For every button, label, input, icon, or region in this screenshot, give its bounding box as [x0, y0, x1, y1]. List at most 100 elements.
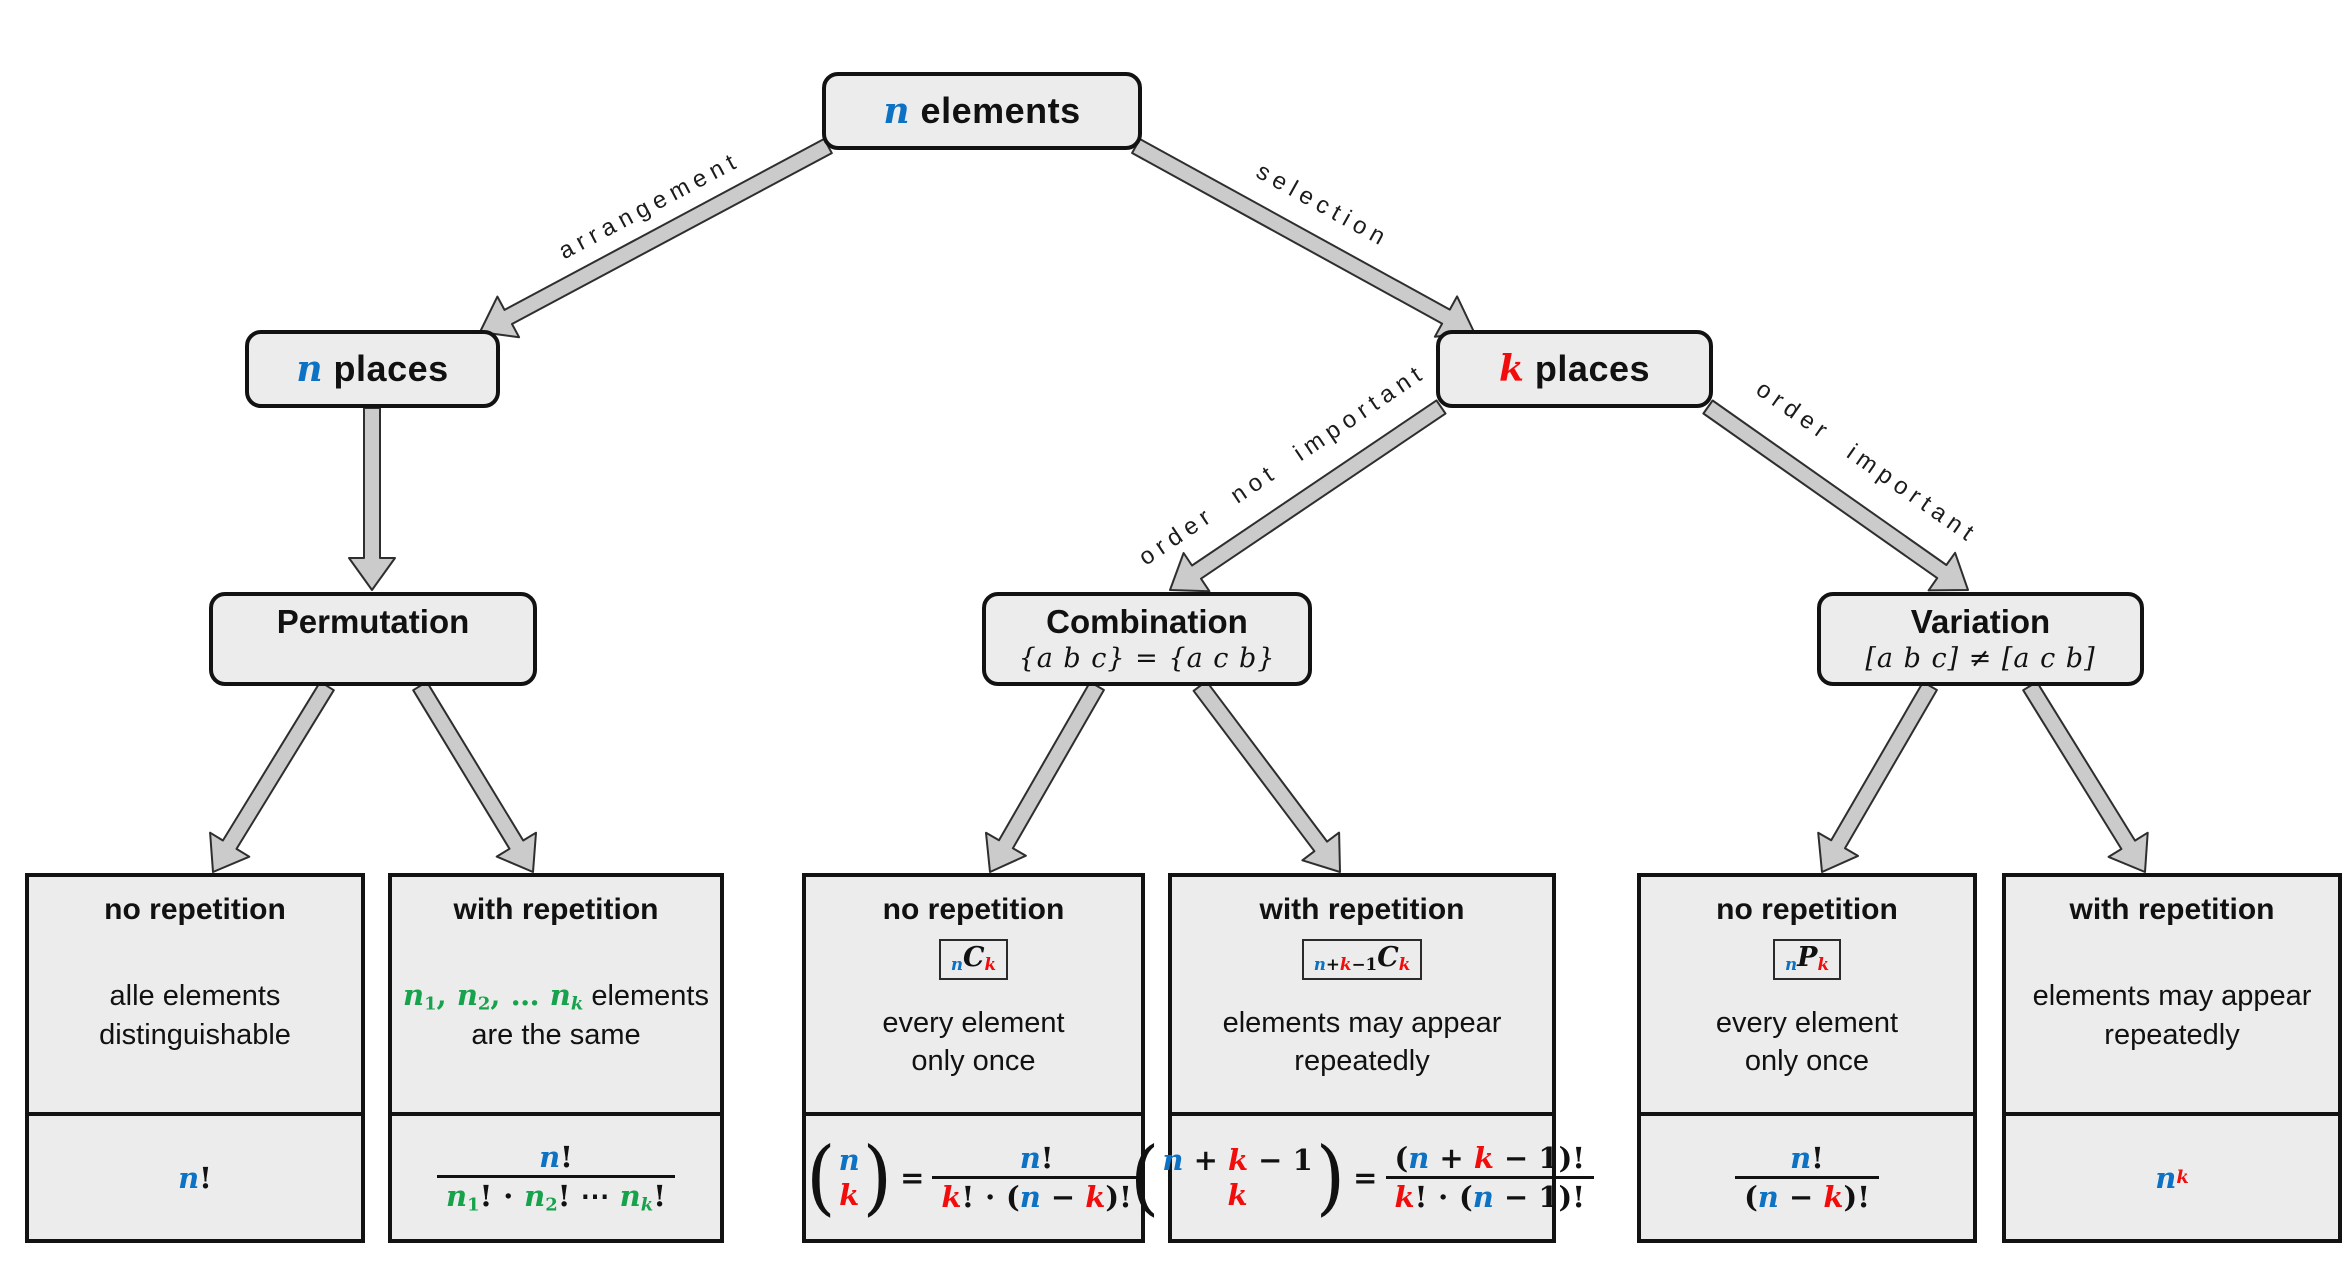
fraction: n!(n − k)!: [1735, 1141, 1879, 1214]
arrow-variation-to-no-repetition: [1817, 681, 1938, 873]
math-token: k: [941, 1180, 962, 1214]
notation-badge: nCk: [938, 939, 1009, 981]
math-token: places: [323, 348, 449, 389]
fraction: n!n1! ⋅ n2! ⋯ nk!: [437, 1140, 675, 1216]
math-token: 2: [477, 993, 491, 1015]
math-token: alle elements: [109, 980, 281, 1013]
permutation-title: Permutation: [276, 603, 470, 640]
arrow-k-places-to-combination: [1169, 399, 1447, 593]
math-token: k: [1398, 954, 1411, 975]
description-line: elements may appear: [1223, 1004, 1502, 1042]
leaf-description: every element only once: [882, 980, 1064, 1112]
node-permutation: Permutation: [209, 592, 537, 686]
math-token: every element: [882, 1006, 1065, 1039]
node-combination: Combination {a b c} = {a c b}: [982, 592, 1312, 686]
fraction: n!k! ⋅ (n − k)!: [932, 1141, 1141, 1214]
math-token: +: [1429, 1140, 1474, 1175]
math-token: k: [1817, 954, 1830, 975]
description-line: distinguishable: [99, 1016, 291, 1054]
math-token: P: [1797, 942, 1818, 973]
math-token: −: [1040, 1180, 1086, 1214]
math-token: ,: [436, 978, 457, 1013]
math-token: , …: [490, 978, 550, 1013]
math-token: !: [560, 1139, 573, 1174]
math-token: !: [1811, 1140, 1824, 1175]
math-token: − 1: [1248, 1142, 1313, 1177]
math-token: ! ⋅ (: [961, 1180, 1020, 1214]
description-line: only once: [1716, 1042, 1898, 1080]
math-token: +: [1183, 1142, 1228, 1177]
arrow-k-places-to-variation: [1702, 399, 1969, 592]
node-k-places: k places: [1436, 330, 1713, 408]
formula-part: =: [1353, 1161, 1377, 1195]
notation-badge: nPk: [1772, 939, 1842, 981]
leaf-formula: n!(n − k)!: [1641, 1112, 1973, 1239]
math-token: n: [619, 1178, 641, 1213]
math-token: )!: [1105, 1180, 1132, 1214]
math-token: n: [1472, 1180, 1494, 1214]
leaf-title: no repetition: [882, 893, 1065, 926]
leaf-card-combination-no-repetition: no repetition nCk every element only once (n…: [802, 873, 1145, 1243]
math-token: (: [1744, 1180, 1758, 1214]
math-token: k: [2176, 1167, 2189, 1188]
math-token: repeatedly: [1294, 1045, 1430, 1078]
variation-title: Variation: [1910, 603, 2051, 640]
math-token: C: [1377, 942, 1399, 973]
arrow-permutation-to-with-repetition: [412, 680, 537, 873]
math-token: elements: [583, 980, 709, 1013]
leaf-formula: n!: [29, 1112, 361, 1239]
math-token: −: [1778, 1180, 1824, 1214]
math-token: only once: [911, 1045, 1036, 1078]
math-token: n: [1757, 1180, 1779, 1214]
math-token: !: [653, 1178, 666, 1213]
math-token: are the same: [471, 1019, 641, 1052]
leaf-formula: n!n1! ⋅ n2! ⋯ nk!: [392, 1112, 720, 1239]
math-token: n: [838, 1142, 860, 1177]
math-token: n: [1019, 1180, 1041, 1214]
arrow-combination-to-no-repetition: [985, 681, 1105, 873]
arrow-root-to-k-places: [1131, 138, 1475, 338]
math-token: ! ⋅: [479, 1178, 525, 1213]
math-token: n: [524, 1178, 546, 1213]
math-token: n: [2155, 1160, 2177, 1195]
math-token: n: [539, 1139, 561, 1174]
math-token: n: [950, 954, 964, 975]
math-token: k: [1498, 348, 1525, 390]
math-token: only once: [1744, 1045, 1870, 1078]
math-token: !: [199, 1160, 212, 1195]
math-token: =: [900, 1160, 925, 1195]
math-token: n: [1408, 1140, 1430, 1175]
math-token: n: [1790, 1140, 1812, 1175]
description-line: elements may appear: [2033, 977, 2312, 1015]
math-token: n: [549, 978, 571, 1013]
math-token: every element: [1715, 1006, 1899, 1039]
math-token: k: [1823, 1180, 1844, 1214]
node-n-places: n places: [245, 330, 500, 408]
math-token: n: [1162, 1142, 1184, 1177]
leaf-title: with repetition: [2069, 893, 2275, 926]
formula-part: n!: [178, 1161, 212, 1195]
node-n-places-label: n places: [296, 348, 448, 390]
math-token: k: [1227, 1142, 1249, 1177]
combination-title: Combination: [1046, 603, 1248, 640]
arrow-variation-to-with-repetition: [2022, 680, 2149, 873]
math-token: k: [1394, 1180, 1415, 1214]
description-line: every element: [1716, 1004, 1898, 1042]
description-line: every element: [882, 1004, 1064, 1042]
arrow-permutation-to-no-repetition: [209, 680, 335, 873]
description-line: only once: [882, 1042, 1064, 1080]
description-line: repeatedly: [2033, 1016, 2312, 1054]
